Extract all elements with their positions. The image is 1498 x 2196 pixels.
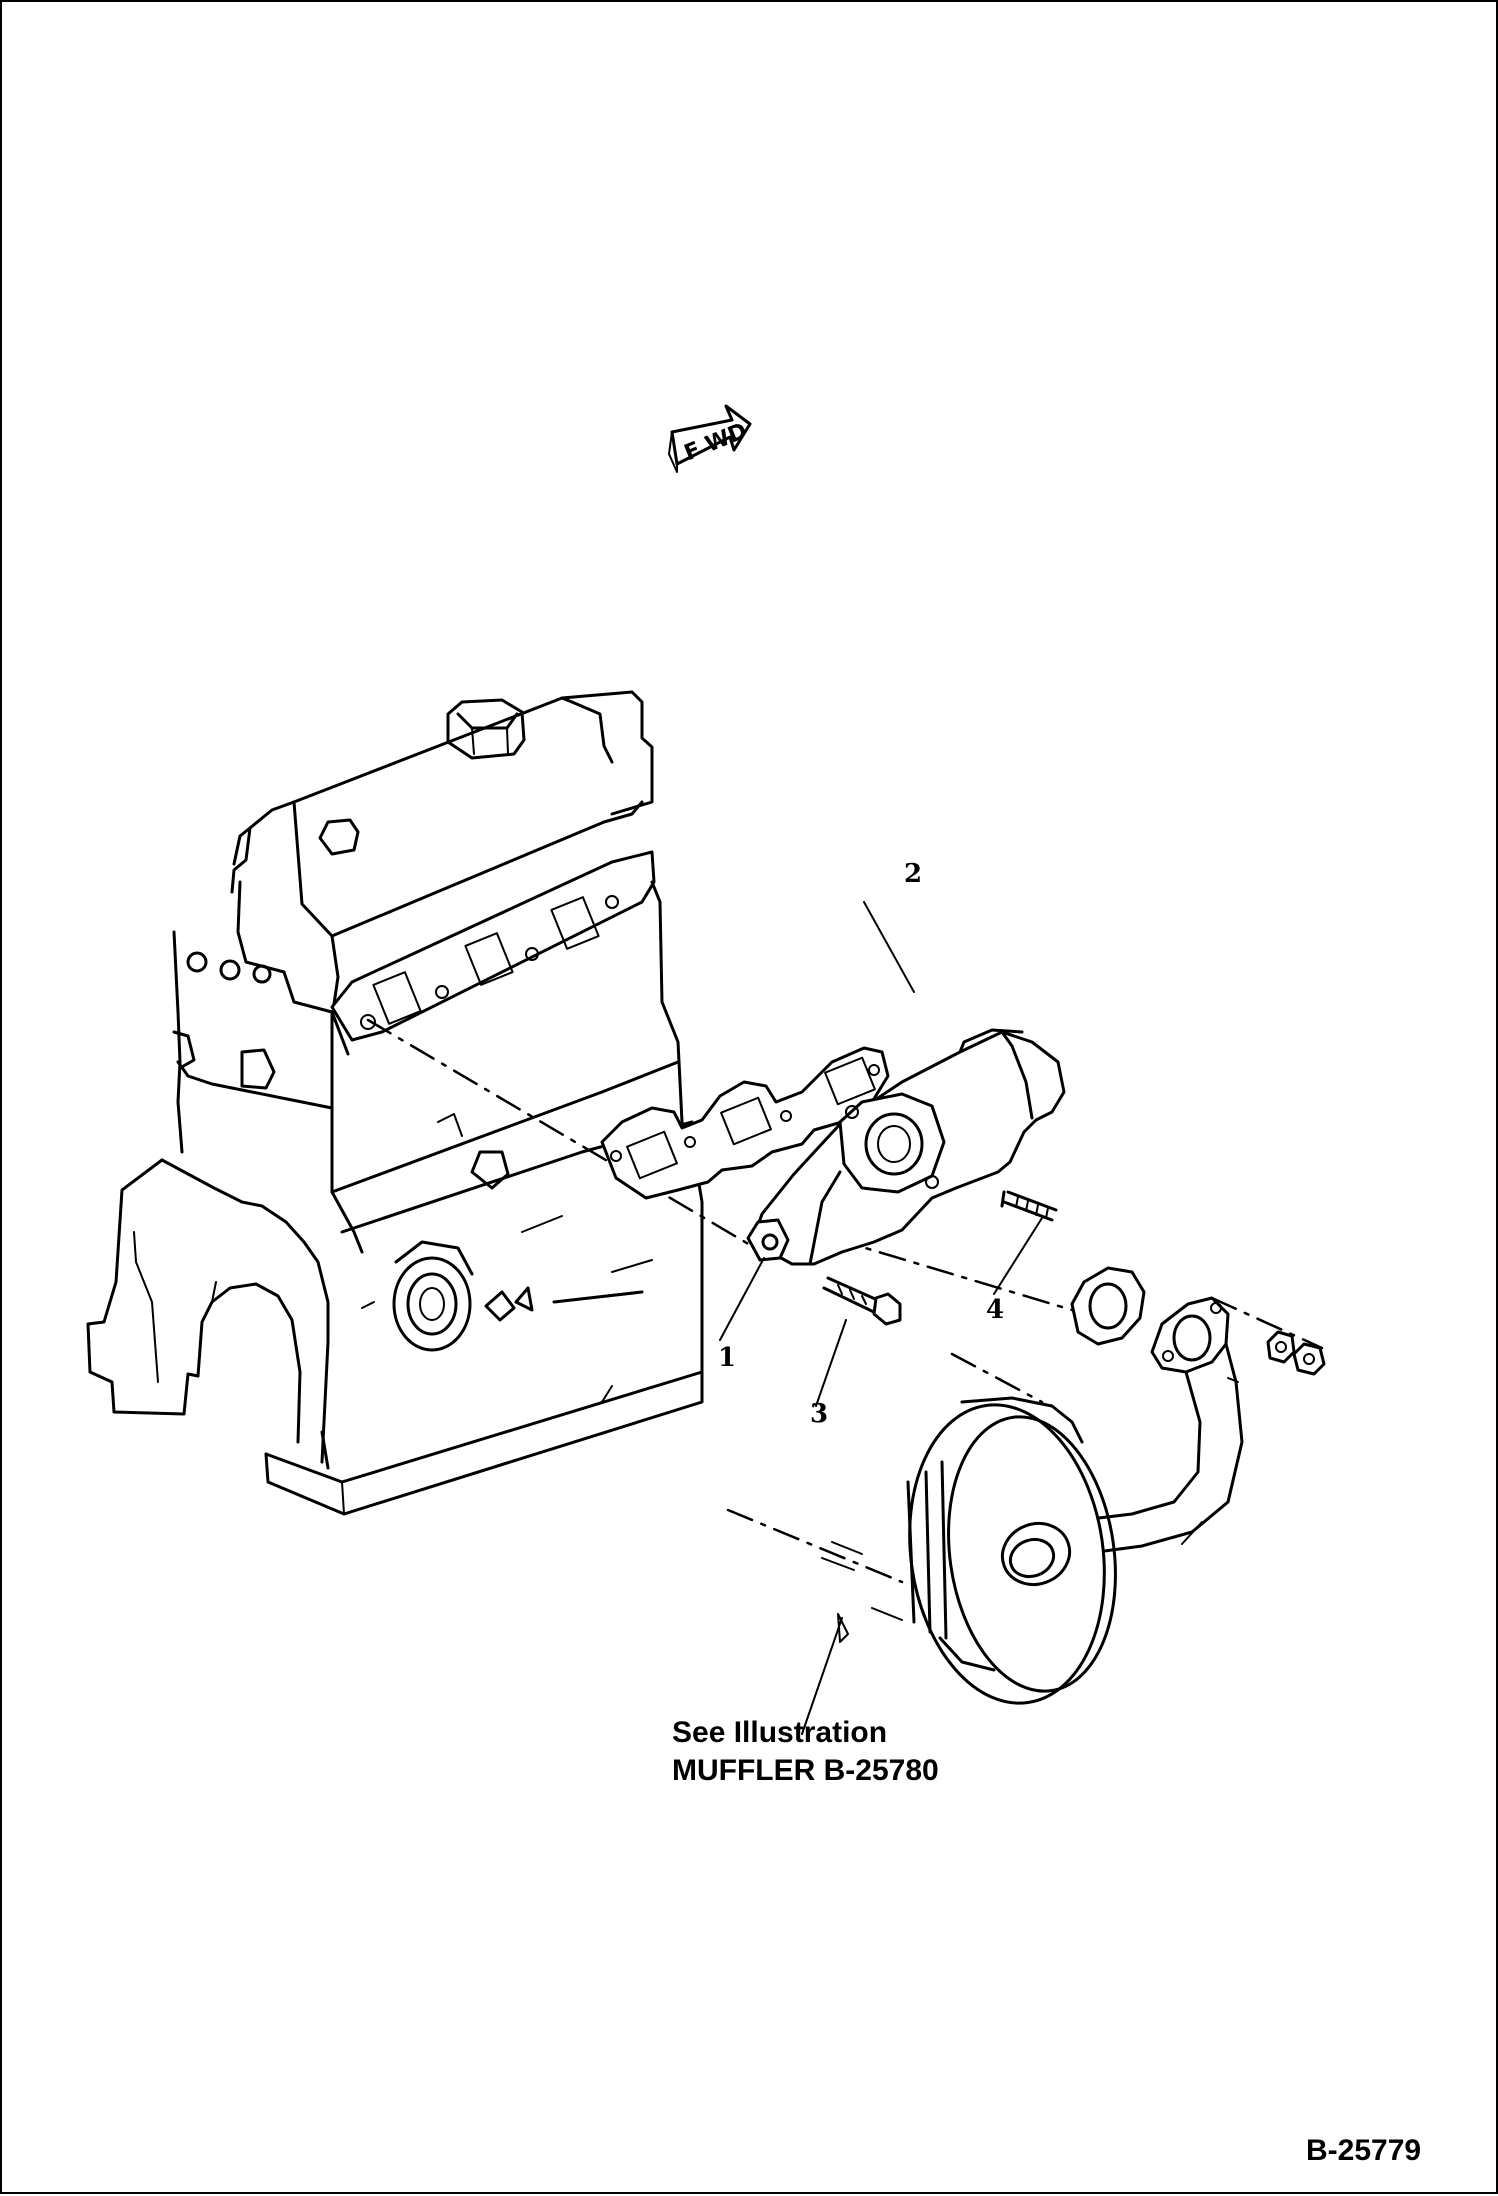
reference-note-line2: MUFFLER B-25780 bbox=[672, 1754, 939, 1787]
leader-muffler bbox=[801, 1617, 843, 1735]
figure-number: B-25779 bbox=[1306, 2134, 1421, 2167]
assembly-centerline bbox=[366, 1018, 764, 1254]
muffler bbox=[821, 1396, 1203, 1705]
nut-centerline bbox=[1210, 1296, 1324, 1350]
leader-4 bbox=[993, 1217, 1043, 1295]
muffler-centerline-bottom bbox=[726, 1508, 904, 1584]
stud bbox=[1000, 1190, 1058, 1222]
leader-2 bbox=[863, 901, 915, 993]
callout-2: 2 bbox=[904, 859, 922, 889]
bolt bbox=[822, 1276, 902, 1326]
forward-arrow-icon: F WD bbox=[668, 404, 752, 473]
exhaust-manifold bbox=[746, 1028, 1066, 1266]
pipe-gasket bbox=[1070, 1266, 1146, 1346]
leader-arrowhead bbox=[837, 1613, 849, 1643]
reference-note-line1: See Illustration bbox=[672, 1716, 887, 1749]
callout-1: 1 bbox=[718, 1343, 736, 1373]
callout-4: 4 bbox=[986, 1295, 1004, 1325]
leader-3 bbox=[815, 1319, 847, 1407]
leader-1 bbox=[719, 1257, 765, 1341]
manifold-gasket bbox=[600, 1046, 890, 1200]
callout-3: 3 bbox=[810, 1399, 828, 1429]
engine-block bbox=[86, 690, 704, 1516]
muffler-centerline-top bbox=[950, 1352, 1044, 1404]
nuts bbox=[1266, 1330, 1326, 1376]
